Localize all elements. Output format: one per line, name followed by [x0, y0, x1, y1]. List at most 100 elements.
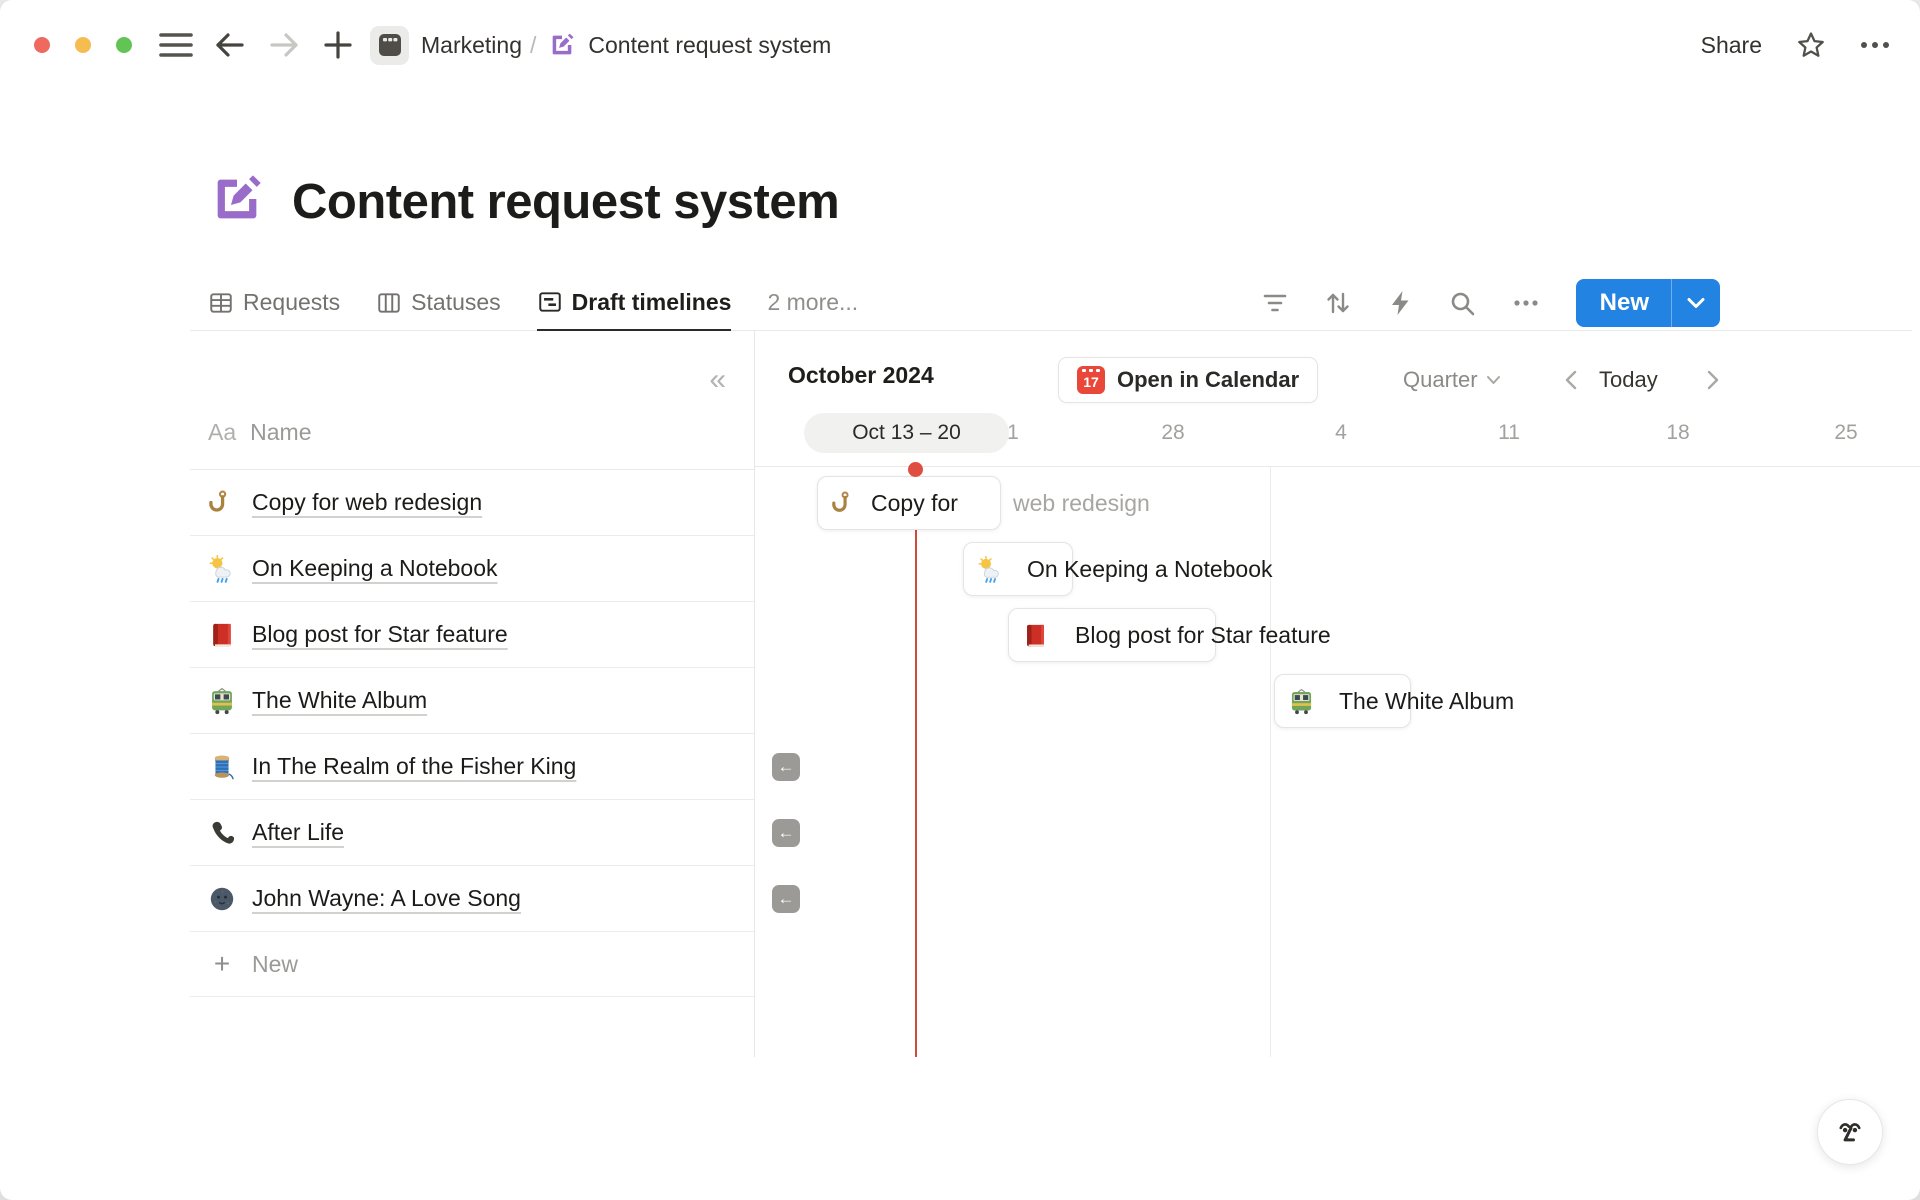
red-book-emoji	[1022, 622, 1049, 649]
scroll-to-bar-left-icon[interactable]: ←	[772, 753, 800, 781]
thread-emoji	[208, 753, 236, 781]
table-row[interactable]: John Wayne: A Love Song	[190, 865, 754, 931]
zoom-level-label: Quarter	[1403, 367, 1478, 393]
sun-rain-emoji	[977, 556, 1004, 583]
open-in-calendar-label: Open in Calendar	[1117, 367, 1299, 393]
back-button[interactable]	[210, 25, 250, 65]
page-icon[interactable]	[208, 170, 266, 233]
tab-label: Draft timelines	[572, 289, 732, 316]
today-marker-line	[915, 471, 917, 1057]
hook-emoji	[208, 489, 236, 517]
tabs-more-button[interactable]: 2 more...	[767, 275, 858, 330]
sort-icon[interactable]	[1325, 290, 1351, 316]
axis-tick: 25	[1816, 421, 1876, 445]
help-button[interactable]	[1817, 1099, 1883, 1165]
timeline-panel: October 2024 17 Open in Calendar Quarter…	[755, 331, 1920, 1057]
tab-statuses[interactable]: Statuses	[376, 275, 501, 330]
view-options-icon[interactable]	[1513, 299, 1539, 307]
plus-icon: +	[208, 948, 236, 980]
add-row-button[interactable]: + New	[190, 931, 754, 997]
new-button[interactable]: New	[1576, 279, 1671, 327]
scroll-to-bar-left-icon[interactable]: ←	[772, 819, 800, 847]
axis-tick: 18	[1648, 421, 1708, 445]
calendar-day-number: 17	[1083, 374, 1099, 390]
page-edit-icon	[548, 31, 576, 59]
column-header-label: Name	[250, 419, 311, 446]
table-row[interactable]: After Life	[190, 799, 754, 865]
row-title[interactable]: John Wayne: A Love Song	[252, 885, 521, 912]
table-row[interactable]: Blog post for Star feature	[190, 601, 754, 667]
collapse-table-icon[interactable]: «	[709, 365, 726, 395]
breadcrumb-separator: /	[530, 32, 536, 59]
window-controls	[34, 37, 132, 53]
sidebar-toggle-icon[interactable]	[156, 25, 196, 65]
axis-tick: 4	[1311, 421, 1371, 445]
tram-emoji	[1288, 688, 1315, 715]
row-title[interactable]: Blog post for Star feature	[252, 621, 508, 648]
page-title: Content request system	[292, 174, 839, 230]
search-icon[interactable]	[1449, 290, 1476, 317]
tab-label: Requests	[243, 289, 340, 316]
breadcrumb-page[interactable]: Content request system	[588, 32, 831, 59]
table-row[interactable]: On Keeping a Notebook	[190, 535, 754, 601]
titlebar: Marketing / Content request system Share	[0, 0, 1920, 90]
tab-requests[interactable]: Requests	[208, 275, 340, 330]
red-book-emoji	[208, 621, 236, 649]
today-marker-dot	[908, 462, 923, 477]
row-title[interactable]: On Keeping a Notebook	[252, 555, 498, 582]
add-row-label: New	[252, 951, 298, 978]
timeline-zoom-select[interactable]: Quarter	[1403, 357, 1501, 403]
minimize-window-button[interactable]	[75, 37, 91, 53]
bar-label: Copy for	[871, 490, 958, 517]
open-in-calendar-button[interactable]: 17 Open in Calendar	[1058, 357, 1318, 403]
next-period-button[interactable]	[1707, 357, 1719, 403]
timeline-month-label: October 2024	[788, 362, 934, 389]
tram-emoji	[208, 687, 236, 715]
more-options-icon[interactable]	[1860, 40, 1890, 50]
today-button[interactable]: Today	[1599, 357, 1658, 403]
timeline-table-panel: « Aa Name Copy for web redesign On Keepi…	[190, 331, 754, 1057]
property-type-icon: Aa	[208, 419, 236, 446]
notion-face-icon	[1831, 1113, 1869, 1151]
tab-label: Statuses	[411, 289, 501, 316]
favorite-star-icon[interactable]	[1796, 30, 1826, 60]
scroll-to-bar-left-icon[interactable]: ←	[772, 885, 800, 913]
view-tabs: Requests Statuses Draft timelines 2 more…	[190, 275, 1912, 331]
new-tab-button[interactable]	[318, 25, 358, 65]
breadcrumb-workspace[interactable]: Marketing	[421, 32, 522, 59]
row-title[interactable]: After Life	[252, 819, 344, 846]
selected-week-pill[interactable]: Oct 13 – 20	[804, 413, 1009, 453]
phone-emoji	[208, 819, 236, 847]
axis-tick: 28	[1143, 421, 1203, 445]
name-column-header[interactable]: Aa Name	[208, 419, 312, 446]
new-dropdown-button[interactable]	[1672, 279, 1720, 327]
previous-period-button[interactable]	[1565, 357, 1577, 403]
table-row[interactable]: In The Realm of the Fisher King	[190, 733, 754, 799]
calendar-icon: 17	[1077, 366, 1105, 394]
table-row[interactable]: Copy for web redesign	[190, 469, 754, 535]
bar-overflow-label: web redesign	[1013, 476, 1150, 530]
row-title[interactable]: Copy for web redesign	[252, 489, 482, 516]
row-title[interactable]: The White Album	[252, 687, 427, 714]
axis-tick: 11	[1479, 421, 1539, 445]
automations-icon[interactable]	[1388, 289, 1412, 317]
forward-button[interactable]	[264, 25, 304, 65]
table-row[interactable]: The White Album	[190, 667, 754, 733]
bar-label: Blog post for Star feature	[1075, 608, 1331, 662]
hook-emoji	[831, 490, 858, 517]
zoom-window-button[interactable]	[116, 37, 132, 53]
sun-rain-emoji	[208, 555, 236, 583]
bar-label: On Keeping a Notebook	[1027, 542, 1273, 596]
close-window-button[interactable]	[34, 37, 50, 53]
moon-face-emoji	[208, 885, 236, 913]
bar-label: The White Album	[1339, 674, 1514, 728]
axis-border	[755, 466, 1920, 467]
filter-icon[interactable]	[1262, 292, 1288, 314]
workspace-icon[interactable]	[370, 26, 409, 65]
row-title[interactable]: In The Realm of the Fisher King	[252, 753, 576, 780]
new-button-group: New	[1576, 279, 1720, 327]
tab-draft-timelines[interactable]: Draft timelines	[537, 275, 732, 331]
timeline-bar-copy-for-web-redesign[interactable]: Copy for	[817, 476, 1001, 530]
share-button[interactable]: Share	[1701, 32, 1762, 59]
